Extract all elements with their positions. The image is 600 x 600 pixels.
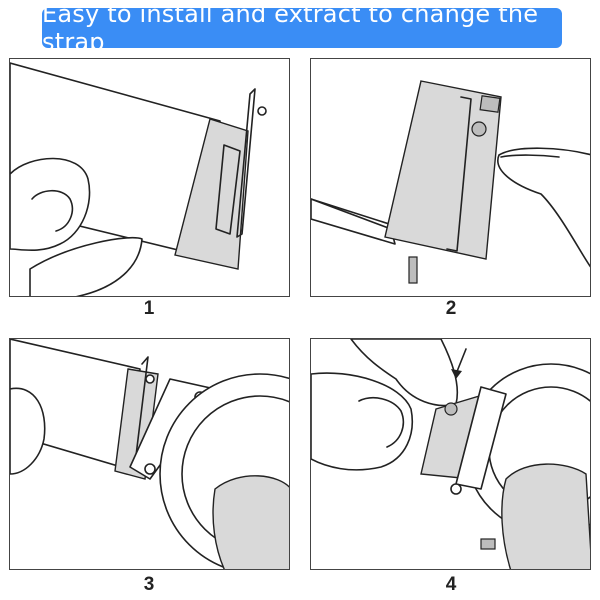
- step-3-illustration: [9, 338, 290, 570]
- step-2-illustration: [310, 58, 591, 297]
- step-4-number: 4: [445, 574, 457, 595]
- step-4-illustration: [310, 338, 591, 570]
- step-2-number: 2: [445, 298, 457, 319]
- step-1-illustration: [9, 58, 290, 297]
- step-1-number: 1: [143, 298, 155, 319]
- title-banner: Easy to install and extract to change th…: [42, 0, 562, 56]
- step-3-number: 3: [143, 574, 155, 595]
